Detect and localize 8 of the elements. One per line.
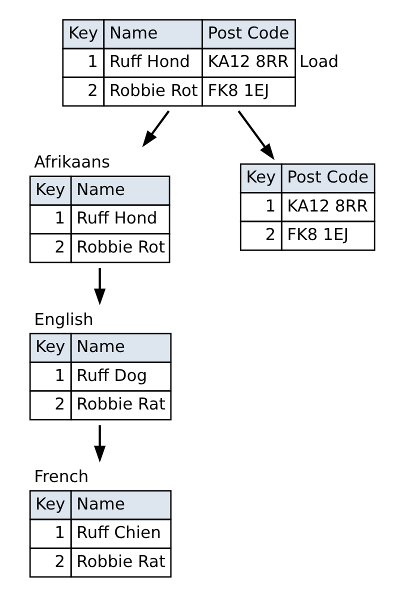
- node-label: French: [34, 467, 89, 486]
- node-label: English: [34, 310, 94, 329]
- node-label: Load: [299, 52, 339, 72]
- node-label: Afrikaans: [34, 152, 110, 172]
- arrow: [238, 110, 275, 160]
- arrow: [94, 425, 106, 463]
- arrow: [94, 268, 106, 306]
- arrow: [142, 110, 170, 148]
